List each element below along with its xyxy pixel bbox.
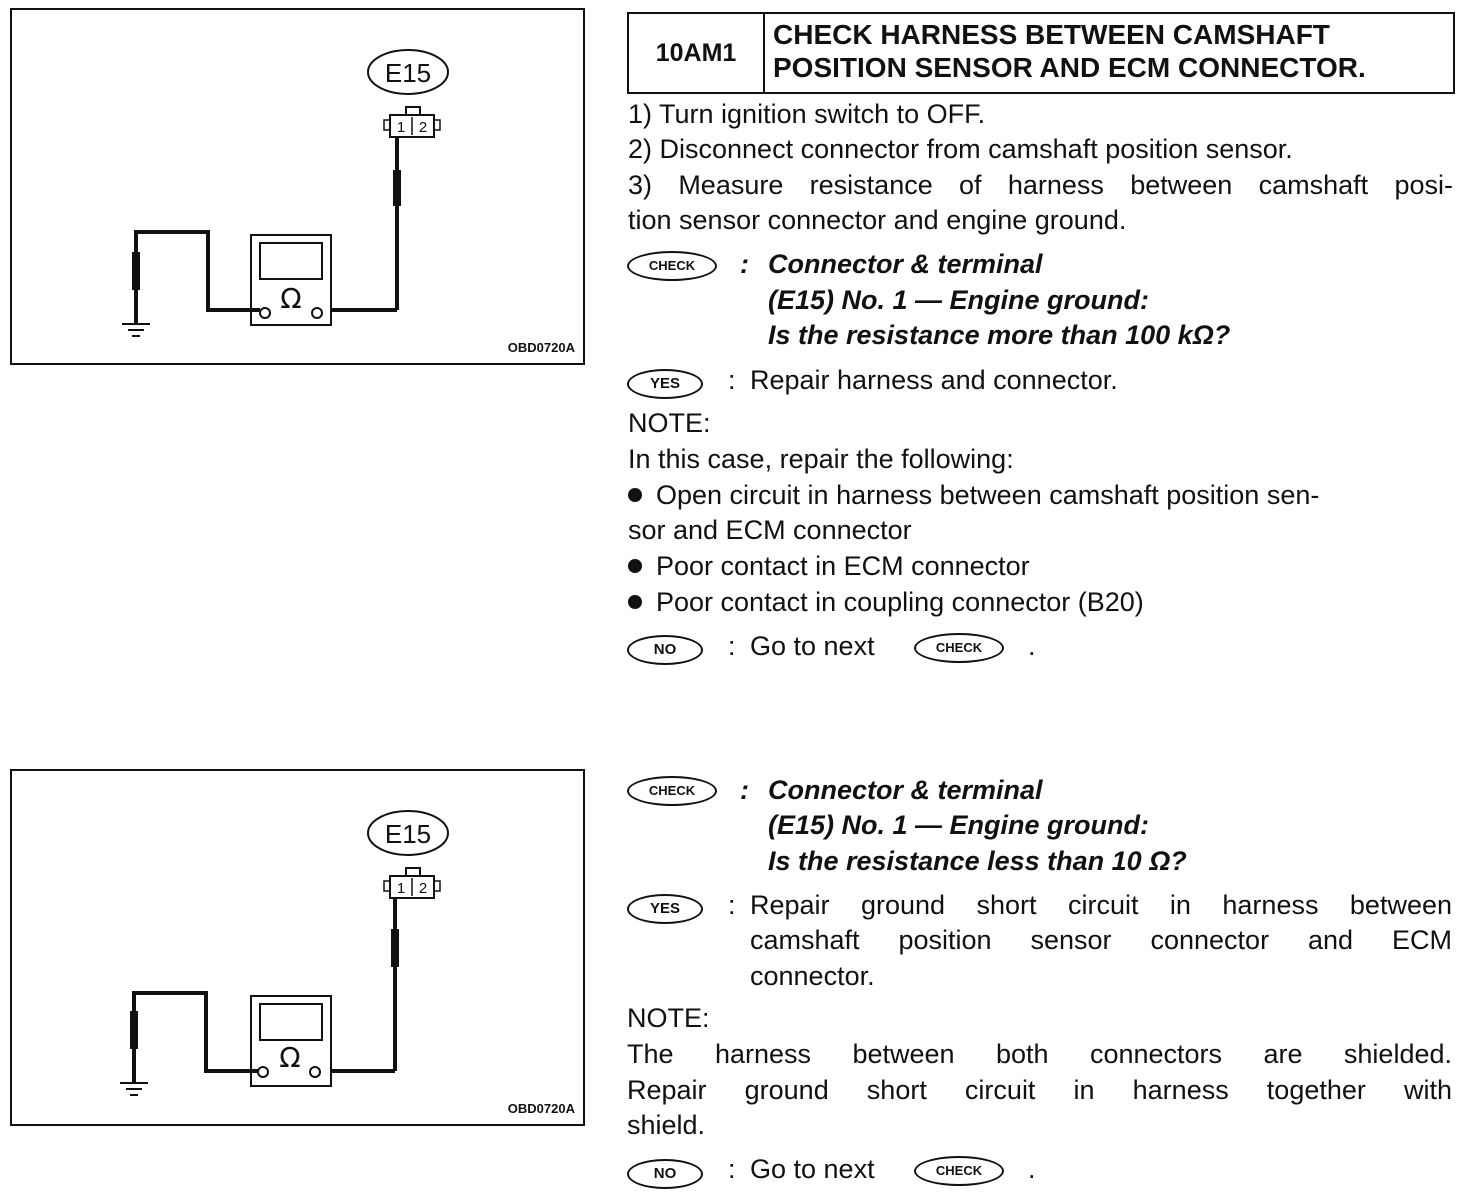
note-1-bullet-2: Poor contact in ECM connector [628,549,1030,584]
check-colon: : [740,775,749,805]
check-badge: CHECK [627,251,717,281]
step-line-2: 2) Disconnect connector from camshaft po… [628,134,1293,164]
yes-1-text: Repair harness and connector. [750,365,1118,395]
bullet-icon [628,594,642,609]
no-2-period: . [1028,1154,1036,1184]
pin-1-label: 1 [397,119,405,136]
no-colon: : [728,631,736,661]
note-2-line-1: The harness between both connectors are … [627,1039,1452,1069]
connector-label: E15 [385,58,431,88]
step-line-4: tion sensor connector and engine ground. [628,205,1127,235]
ohm-symbol: Ω [279,1041,300,1074]
check-2-line-1: Connector & terminal [768,775,1043,805]
check-2-line-3: Is the resistance less than 10 Ω? [768,846,1187,876]
check-colon: : [740,249,749,279]
diagram-code: OBD0720A [507,1101,575,1116]
check-badge: CHECK [627,776,717,806]
step-id: 10AM1 [629,14,765,92]
wiring-diagram-1: E15 1 2 Ω OBD0720A [10,8,585,365]
step-title-line-1: CHECK HARNESS BETWEEN CAMSHAFT [773,19,1330,50]
step-title: CHECK HARNESS BETWEEN CAMSHAFT POSITION … [765,14,1453,92]
no-colon: : [728,1154,736,1184]
check-1-line-3: Is the resistance more than 100 kΩ? [768,320,1231,350]
step-header: 10AM1 CHECK HARNESS BETWEEN CAMSHAFT POS… [627,12,1455,94]
step-line-3: 3) Measure resistance of harness between… [628,170,1453,200]
diagram-code: OBD0720A [507,340,575,355]
note-2-heading: NOTE: [627,1003,710,1033]
yes-2-line-1: Repair ground short circuit in harness b… [750,890,1452,920]
pin-2-label: 2 [419,880,427,897]
note-2-line-2: Repair ground short circuit in harness t… [627,1075,1452,1105]
circuit-drawing-2: E15 1 2 Ω [120,810,449,1096]
no-1-period: . [1028,631,1036,661]
pin-1-label: 1 [397,880,405,897]
yes-2-line-3: connector. [750,961,875,991]
connector-label: E15 [385,819,431,849]
step-line-1: 1) Turn ignition switch to OFF. [628,99,986,129]
circuit-drawing-1: E15 1 2 Ω [122,49,449,337]
note-1-intro: In this case, repair the following: [628,444,1014,474]
yes-colon: : [728,365,736,395]
no-badge: NO [627,635,703,665]
no-badge: NO [627,1159,703,1189]
check-badge: CHECK [914,633,1004,663]
note-1-bullet-1: Open circuit in harness between camshaft… [628,478,1319,513]
bullet-icon [628,558,642,573]
check-1-line-2: (E15) No. 1 — Engine ground: [768,285,1150,315]
no-1-text: Go to next [750,631,875,661]
yes-badge: YES [627,894,703,924]
bullet-icon [628,487,642,502]
yes-2-line-2: camshaft position sensor connector and E… [750,925,1452,955]
no-2-text: Go to next [750,1154,875,1184]
wiring-diagram-2: E15 1 2 Ω OBD0720A [10,769,585,1126]
step-title-line-2: POSITION SENSOR AND ECM CONNECTOR. [773,52,1366,83]
ohm-symbol: Ω [280,282,301,315]
yes-colon: : [728,890,736,920]
check-badge: CHECK [914,1156,1004,1186]
check-1-line-1: Connector & terminal [768,249,1043,279]
note-1-bullet-3: Poor contact in coupling connector (B20) [628,585,1144,620]
check-2-line-2: (E15) No. 1 — Engine ground: [768,810,1150,840]
note-1-bullet-1-cont: sor and ECM connector [628,515,912,545]
note-1-heading: NOTE: [628,408,711,438]
yes-badge: YES [627,369,703,399]
pin-2-label: 2 [419,119,427,136]
note-2-line-3: shield. [627,1110,706,1140]
